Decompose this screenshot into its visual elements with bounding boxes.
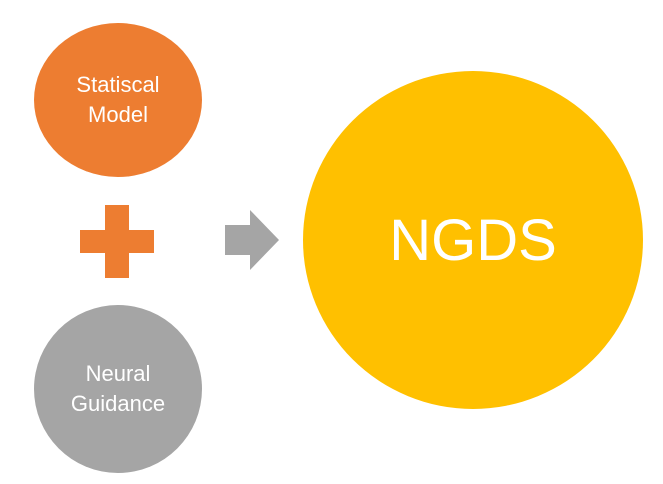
statistical-model-node: Statiscal Model (34, 23, 202, 177)
ngds-node: NGDS (303, 71, 643, 409)
ngds-label: NGDS (389, 207, 557, 273)
arrow-shape (225, 210, 279, 270)
neural-guidance-label: Neural Guidance (70, 361, 166, 416)
statistical-model-label: Statiscal Model (76, 72, 160, 127)
neural-guidance-node: Neural Guidance (34, 305, 202, 473)
plus-icon (80, 205, 154, 278)
arrow-right-icon (225, 210, 279, 270)
plus-shape (80, 205, 154, 278)
